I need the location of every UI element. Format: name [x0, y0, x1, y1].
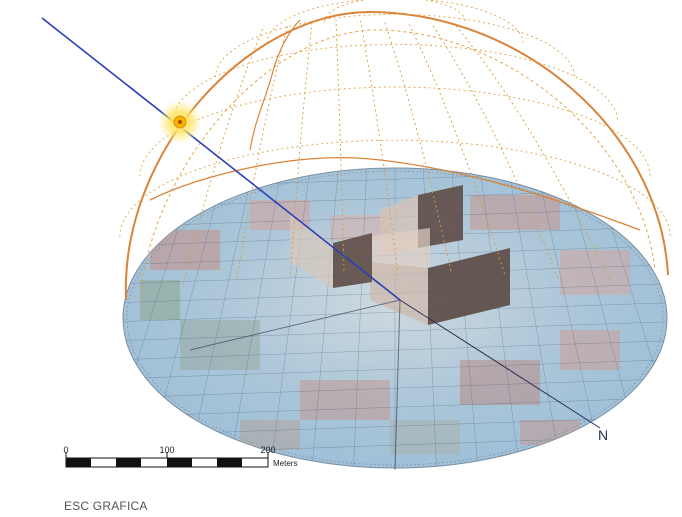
north-label: N [598, 427, 608, 443]
buildings [290, 185, 510, 325]
sun-ray [41, 17, 401, 301]
altitude-circles [119, 0, 671, 237]
azimuth-meridians [183, 17, 612, 285]
sun-center [178, 120, 182, 124]
north-axis-line [399, 299, 601, 429]
sun-path-dome [119, 0, 671, 301]
scale-tick-label-200: 200 [260, 445, 275, 455]
analemma-curve [249, 19, 301, 151]
scale-bar: 0 100 200 Meters [63, 445, 297, 468]
ground-axes [189, 299, 601, 471]
dome-outline [124, 10, 669, 301]
caption: ESC GRAFICA [64, 499, 148, 513]
scale-unit-label: Meters [273, 459, 297, 468]
scale-tick-label-0: 0 [63, 445, 68, 455]
sun-path-arc [149, 157, 641, 231]
ground-disc [122, 167, 668, 469]
building-small [290, 215, 372, 288]
scale-tick-label-100: 100 [159, 445, 174, 455]
sun-marker [158, 100, 202, 144]
